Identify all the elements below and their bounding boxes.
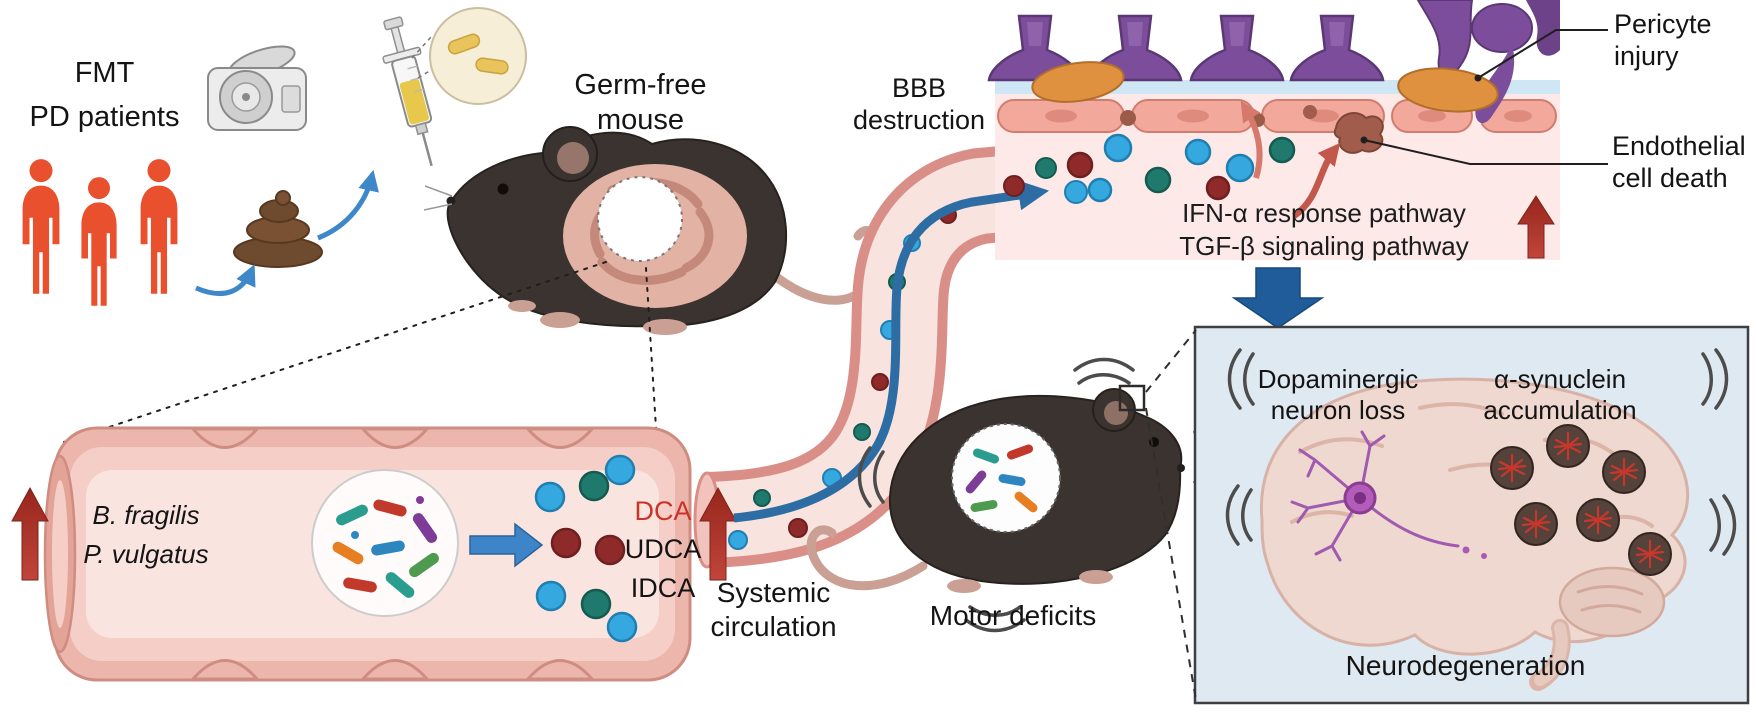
bacteria-p-vulgatus: P. vulgatus: [83, 539, 209, 569]
syringe-icon: [382, 16, 433, 167]
motor-mouse-icon: [806, 357, 1221, 633]
neuron-fragment: [1462, 546, 1470, 554]
endothelial-line1: Endothelial: [1612, 131, 1746, 161]
systemic-line1: Systemic: [716, 577, 831, 608]
dopa-line1: Dopaminergic: [1257, 364, 1419, 394]
acid-udca-label: UDCA: [624, 534, 702, 565]
cell-debris: [1303, 105, 1317, 119]
bile-acids-label: DCA UDCA IDCA: [603, 492, 723, 607]
acid-dca-label: DCA: [634, 496, 692, 526]
pericyte-injury-label: Pericyte injury: [1614, 8, 1756, 73]
endothelial-line2: cell death: [1612, 163, 1728, 194]
bbb-illustration: [987, 0, 1560, 260]
pericyte-line2: injury: [1614, 41, 1679, 72]
arrow-patients-to-feces: [195, 264, 256, 297]
up-arrow-red-icon: [11, 486, 49, 581]
injured-pericyte-icon: [1416, 0, 1474, 77]
injured-pericyte-icon: [1526, 0, 1560, 56]
systemic-circulation-label: Systemic circulation: [676, 576, 871, 643]
acid-idca-label: IDCA: [630, 572, 696, 603]
bbb-line2: destruction: [852, 105, 986, 136]
cell-debris: [1120, 110, 1136, 126]
dopaminergic-label: Dopaminergic neuron loss: [1242, 364, 1434, 426]
dashed-connector: [1145, 329, 1197, 393]
germ-free-mouse-label: Germ-free mouse: [533, 68, 748, 138]
bile-acid-dots: [534, 454, 638, 643]
magnifier-box: [1118, 384, 1146, 412]
arriving-dots: [1003, 157, 1088, 204]
syn-line1: α-synuclein: [1493, 364, 1627, 394]
fmt-pd-label: FMT PD patients: [12, 56, 197, 135]
pd-patients-label: PD patients: [29, 100, 180, 133]
neurodegeneration-text: Neurodegeneration: [1345, 650, 1586, 681]
down-arrow-blue-icon: [1231, 267, 1325, 329]
pathway-to-celldeath-arrow: [1292, 142, 1341, 219]
tremor-arc-icon: [1073, 357, 1135, 385]
label-connectors: [1360, 29, 1608, 165]
pericyte-line1: Pericyte: [1614, 9, 1712, 39]
injured-pericyte-body: [1031, 61, 1125, 103]
systemic-line2: circulation: [710, 610, 837, 642]
arrow-feces-to-syringe: [317, 169, 379, 241]
motor-deficits-label: Motor deficits: [898, 599, 1128, 633]
ifn-pathway-label: IFN-α response pathway: [1182, 198, 1466, 228]
patient-group: [22, 159, 178, 306]
synuclein-aggregate-icon: [1513, 501, 1559, 547]
injured-pericyte-body: [1397, 67, 1499, 113]
bacteria-species-label: B. fragilis P. vulgatus: [66, 496, 226, 574]
flow-arrow-blue-icon: [733, 179, 1050, 523]
person-icon: [22, 159, 60, 294]
up-arrow-red-icon: [1517, 195, 1555, 259]
bacteria-cluster: [311, 469, 459, 617]
dying-endothelial-cell: [1333, 112, 1384, 154]
tgf-pathway-label: TGF-β signaling pathway: [1179, 230, 1469, 261]
pill-callout-icon: [411, 7, 527, 105]
dashed-connector: [1145, 407, 1197, 701]
dotted-connector: [63, 261, 607, 443]
pericyte-icon: [1289, 14, 1385, 82]
bbb-line1: BBB: [891, 73, 947, 103]
synuclein-aggregate-icon: [1489, 445, 1535, 491]
fmt-label: FMT: [74, 57, 135, 89]
synuclein-aggregate-icon: [1627, 531, 1673, 577]
barrier-crossing-arrow: [1240, 100, 1263, 179]
injured-pericyte-icon: [1471, 3, 1533, 53]
bbb-dots: [1066, 133, 1296, 203]
feces-icon: [233, 190, 323, 268]
syn-line2: accumulation: [1483, 395, 1637, 426]
synuclein-label: α-synuclein accumulation: [1456, 364, 1664, 426]
dopa-line2: neuron loss: [1270, 395, 1406, 426]
person-icon: [81, 177, 117, 306]
intestine-illustration: [11, 426, 692, 682]
neuron-fragment: [1481, 553, 1487, 559]
germ-free-mouse-icon: [423, 126, 884, 335]
motor-deficits-text: Motor deficits: [929, 600, 1097, 631]
bbb-destruction-label: BBB destruction: [843, 72, 995, 137]
neuron-icon: [1290, 430, 1460, 562]
centrifuge-icon: [207, 45, 307, 131]
neurodegeneration-panel: [1193, 325, 1750, 705]
person-icon: [140, 159, 178, 294]
dotted-connector: [645, 267, 657, 429]
bacteria-b-fragilis: B. fragilis: [92, 500, 200, 530]
synuclein-aggregate-icon: [1575, 497, 1621, 543]
pathways-label: IFN-α response pathway TGF-β signaling p…: [1133, 197, 1515, 262]
endothelial-cell-death-label: Endothelial cell death: [1612, 130, 1757, 195]
germ-free-line2: mouse: [596, 103, 685, 136]
neurodegeneration-label: Neurodegeneration: [1308, 649, 1623, 683]
germ-free-line1: Germ-free: [574, 69, 707, 101]
pericyte-icon: [1189, 14, 1285, 82]
synuclein-aggregate-icon: [1545, 423, 1591, 469]
synuclein-aggregate-icon: [1601, 449, 1647, 495]
blue-right-arrow-icon: [469, 522, 544, 568]
